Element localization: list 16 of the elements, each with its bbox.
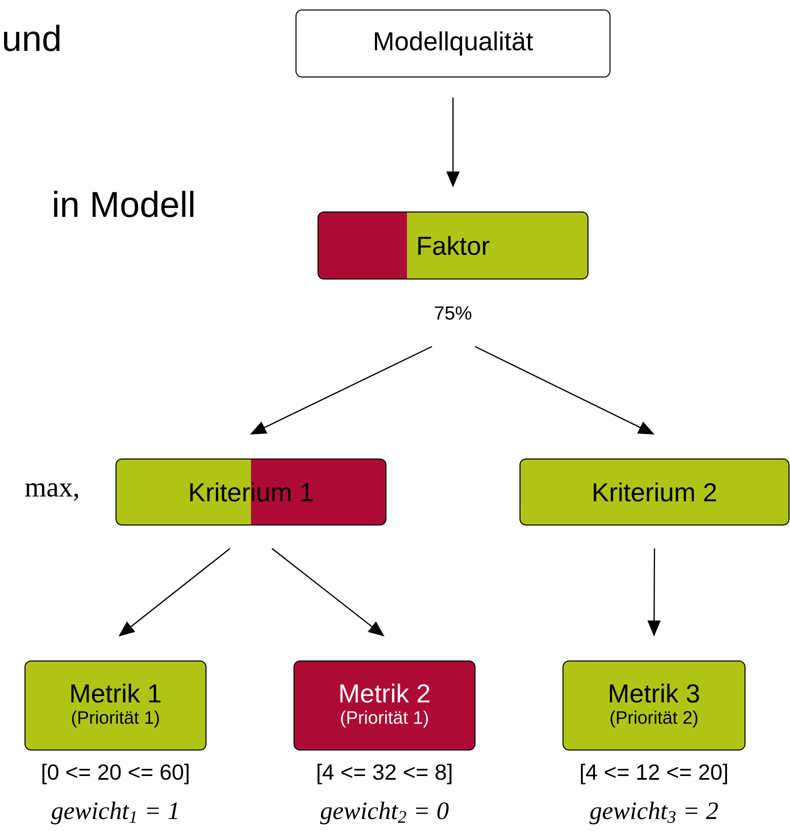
percentage-label: 75%: [434, 306, 472, 320]
process-box: Modellqualität: [296, 10, 610, 78]
weight-label: gewicht$_{3}$ = 2: [590, 802, 718, 824]
cut-off-text: max,: [25, 483, 78, 501]
range-label: [4 <= 32 <= 8]: [318, 764, 452, 784]
weight-label: gewicht$_{2}$ = 0: [320, 802, 449, 824]
cut-off-text: in Modell: [54, 190, 194, 218]
process-box: Metrik 2 (Priorität 1): [294, 660, 476, 750]
process-box: Metrik 1 (Priorität 1): [24, 660, 206, 750]
score-box: Faktor: [318, 212, 588, 280]
weight-label: gewicht$_{1}$ = 1: [51, 802, 178, 824]
cut-off-text: und: [4, 24, 60, 52]
process-box: Kriterium 2: [520, 458, 790, 526]
process-box: Metrik 3 (Priorität 2): [562, 660, 746, 750]
range-label: [4 <= 12 <= 20]: [580, 764, 728, 784]
range-label: [0 <= 20 <= 60]: [42, 764, 189, 784]
